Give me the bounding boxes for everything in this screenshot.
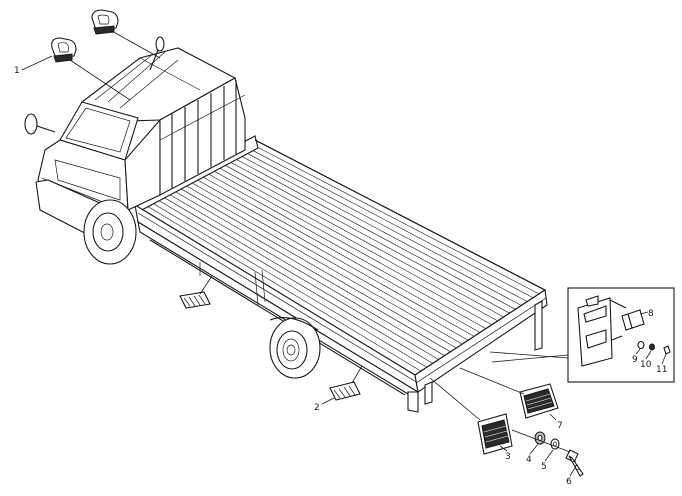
- callout-9: 9: [632, 355, 638, 365]
- callout-8: 8: [648, 309, 654, 319]
- bed-plank-line: [238, 148, 528, 302]
- callout-2: 2: [314, 403, 320, 413]
- side-reflector-rear: [329, 381, 361, 401]
- bed-plank-line: [243, 145, 534, 298]
- front-wheel: [83, 199, 137, 265]
- callout-10: 10: [640, 360, 652, 370]
- bed-plank-line: [183, 178, 469, 341]
- detail-inset: [489, 287, 675, 383]
- bed-plank-line: [200, 169, 487, 329]
- bed-plank-line: [205, 166, 492, 326]
- bed-plank-line: [211, 163, 498, 322]
- callout-4: 4: [526, 455, 532, 465]
- bed-plank-line: [145, 198, 427, 368]
- bed-plank-line: [189, 175, 475, 337]
- bolt: [565, 449, 584, 477]
- rear-combination-lamp-left: [477, 413, 513, 455]
- roof-marker-lamp-right: [91, 9, 119, 35]
- bed-plank-line: [194, 172, 481, 333]
- bed-planks: [140, 142, 540, 372]
- callout-11: 11: [656, 365, 667, 375]
- nut: [550, 438, 560, 450]
- callout-3: 3: [505, 452, 511, 462]
- right-mirror: [149, 36, 165, 71]
- bed-plank-line: [216, 160, 504, 318]
- rear-combination-lamp-right: [519, 383, 559, 419]
- bed-plank-line: [249, 142, 540, 295]
- callout-1: 1: [14, 66, 20, 76]
- bed-plank-line: [227, 154, 516, 310]
- rear-wheel: [269, 317, 321, 379]
- bed-plank-line: [167, 187, 451, 353]
- roof-marker-lamp-left: [51, 37, 77, 63]
- left-mirror: [24, 113, 56, 135]
- bed-plank-line: [151, 195, 433, 364]
- bed-plank-line: [233, 151, 522, 306]
- bed-plank-line: [178, 181, 463, 345]
- callout-5: 5: [541, 462, 547, 472]
- bed-plank-line: [162, 189, 445, 356]
- truck-illustration: [24, 36, 548, 413]
- callout-labels: 1 2 3 4 5 6 7 8 9 10 11: [14, 55, 667, 487]
- callout-7: 7: [557, 421, 563, 431]
- callout-6: 6: [566, 477, 572, 487]
- cab-guard-bars: [159, 80, 246, 188]
- side-reflector-front: [179, 291, 211, 309]
- bed-plank-line: [140, 201, 422, 372]
- bed-plank-line: [222, 157, 510, 314]
- bed-plank-line: [156, 192, 439, 360]
- bed-plank-line: [173, 184, 457, 349]
